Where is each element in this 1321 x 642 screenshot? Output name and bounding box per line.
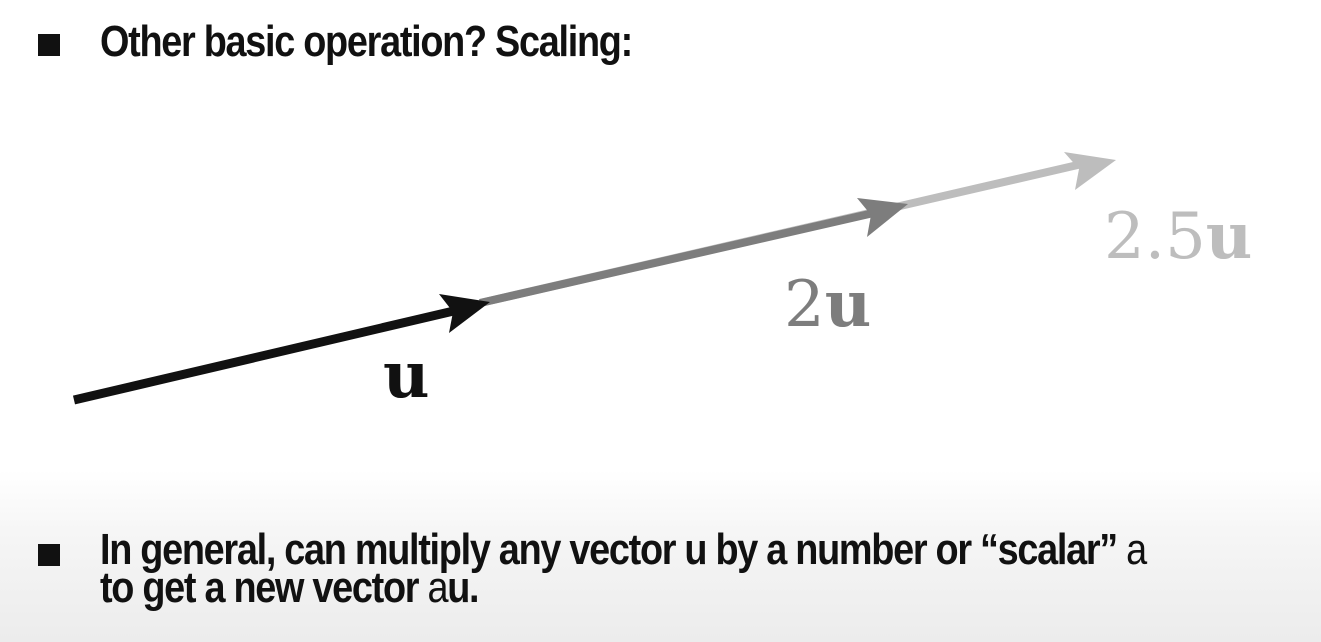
bullet-line-1: In general, can multiply any vector u by… — [100, 525, 1147, 574]
bullet-text-general: In general, can multiply any vector u by… — [100, 525, 1147, 612]
scalar-a-inline: a — [427, 563, 448, 612]
arrowhead-2u — [857, 198, 908, 237]
arrowhead-2.5u — [1064, 152, 1116, 190]
label-2u-coefficient: 2 — [784, 268, 825, 342]
scalar-a-symbol: a — [1126, 525, 1147, 574]
square-bullet-icon — [38, 544, 60, 566]
label-u: u — [383, 338, 430, 413]
square-bullet-icon — [38, 34, 60, 56]
label-2.5u: 2.5u — [1104, 199, 1252, 274]
label-2.5u-coefficient: 2.5 — [1104, 200, 1206, 274]
arrowhead-u — [439, 294, 490, 333]
bullet-text-scaling: Other basic operation? Scaling: — [100, 17, 633, 66]
vector-2u-arrow — [479, 198, 908, 307]
vector-u-arrow — [72, 294, 490, 405]
bullet-item-scaling: Other basic operation? Scaling: — [38, 17, 719, 66]
label-2u: 2u — [784, 267, 871, 342]
bullet-line-2: to get a new vector au. — [100, 563, 480, 612]
bullet-item-general: In general, can multiply any vector u by… — [38, 525, 1316, 612]
